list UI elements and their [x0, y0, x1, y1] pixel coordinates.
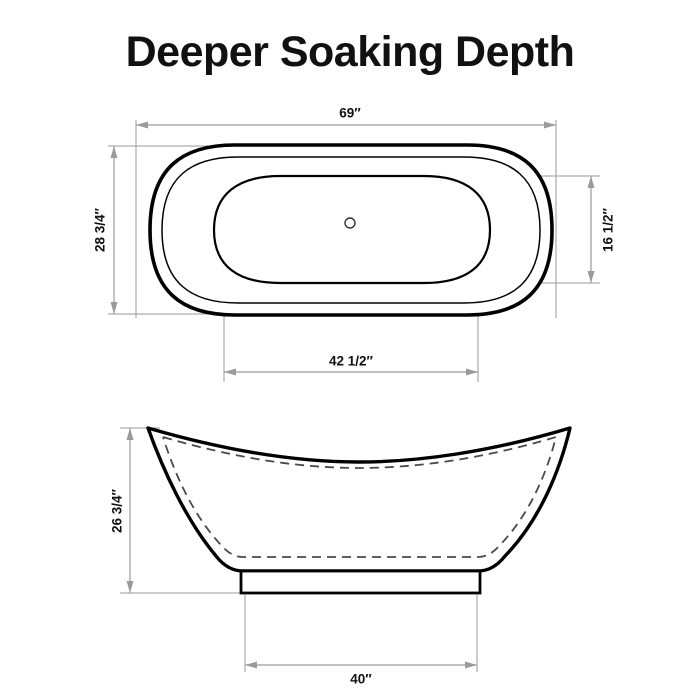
drain-icon	[344, 217, 356, 229]
tub-inner-rim-line	[161, 156, 541, 304]
dimension-interior-length	[224, 368, 478, 376]
tub-basin-outline	[212, 174, 492, 285]
dimension-base-width	[245, 661, 477, 669]
dimension-label-base-width: 40″	[350, 671, 372, 687]
dimension-interior-width	[587, 176, 595, 283]
page-title: Deeper Soaking Depth	[125, 28, 575, 76]
tub-elevation-body	[146, 426, 572, 573]
dimension-label-interior-length: 42 1/2″	[328, 353, 374, 369]
dimension-label-interior-width: 16 1/2″	[600, 207, 616, 253]
dimension-overall-width	[110, 146, 118, 314]
tub-interior-dashed-line	[162, 436, 557, 558]
dimension-label-overall-length: 69″	[339, 105, 361, 121]
dimension-overall-height	[126, 428, 134, 593]
dimension-label-overall-height: 26 3/4″	[109, 488, 125, 534]
dimension-label-overall-width: 28 3/4″	[92, 207, 108, 253]
tub-pedestal-base	[239, 569, 482, 595]
top-view-group	[108, 120, 600, 382]
elevation-view-group	[120, 426, 572, 672]
dimension-overall-length	[136, 121, 556, 129]
